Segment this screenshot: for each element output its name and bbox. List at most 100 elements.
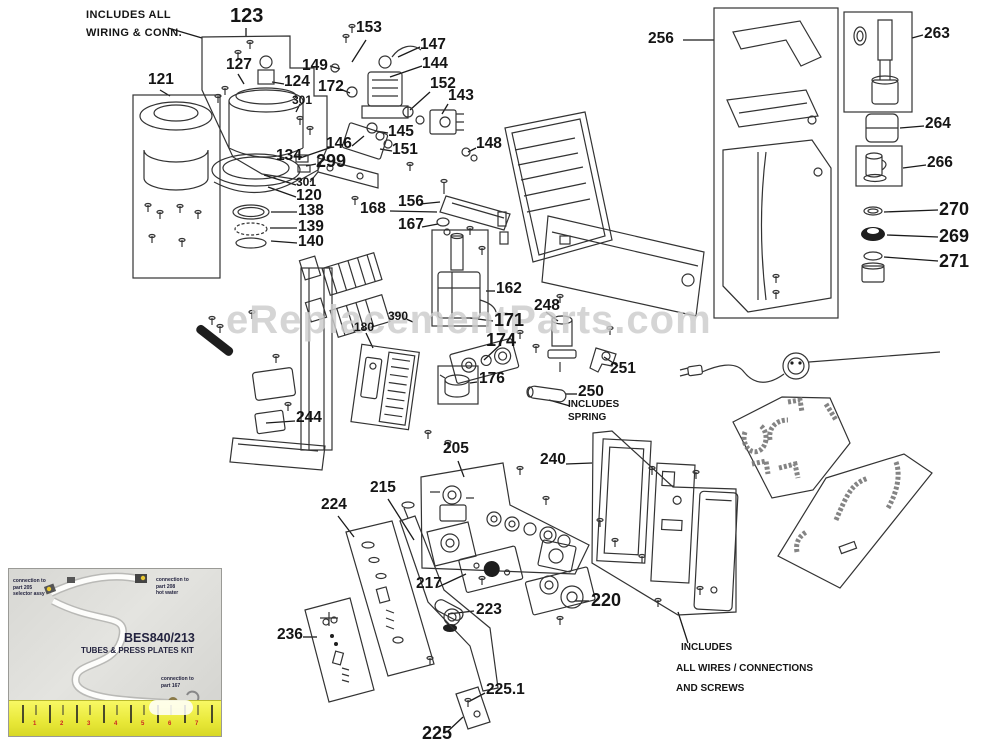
part-label-138: 138 (298, 202, 324, 219)
part-label-148: 148 (476, 135, 502, 152)
parts-248-251-250 (526, 315, 617, 403)
part-label-248: 248 (534, 297, 560, 314)
part-label-244: 244 (296, 409, 322, 426)
part-label-124: 124 (284, 73, 310, 90)
hose-group-b (777, 453, 933, 589)
part-label-174: 174 (486, 330, 517, 350)
plate-220 (524, 566, 596, 616)
part-label-217: 217 (416, 575, 442, 592)
part-label-includes: INCLUDES (568, 399, 620, 410)
ruler-number: 6 (168, 721, 172, 727)
ruler-number: 2 (60, 721, 64, 727)
heating-element-and-gaskets (211, 153, 311, 249)
parts-244 (252, 353, 296, 435)
fitting-yellow (46, 586, 52, 592)
solenoid-and-valves (341, 23, 478, 206)
power-cord (679, 351, 941, 383)
part-label-264: 264 (925, 115, 951, 132)
part-label-180: 180 (354, 320, 375, 334)
part-label-140: 140 (298, 233, 324, 250)
box-176-cup (437, 365, 479, 405)
part-label-251: 251 (610, 360, 636, 377)
part-label-225: 225 (422, 723, 453, 743)
part-label-263: 263 (924, 25, 950, 42)
part-label-145: 145 (388, 123, 414, 140)
part-label-144: 144 (422, 55, 448, 72)
water-tank-256 (713, 7, 839, 319)
photo-subtitle: TUBES & PRESS PLATES KIT (81, 646, 194, 655)
part-label-250: 250 (578, 383, 604, 400)
inset-photo-bes840-kit: BES840/213 TUBES & PRESS PLATES KIT conn… (8, 568, 222, 737)
part-label-299: 299 (316, 151, 347, 171)
tube-photo-art (43, 572, 200, 707)
control-panel-240 (591, 430, 739, 616)
box-236 (304, 597, 375, 703)
steam-wand-parts (843, 11, 913, 283)
part-label-wiring-conn.: WIRING & CONN. (86, 27, 183, 39)
board-217 (458, 545, 524, 593)
part-label-includes: INCLUDES (681, 642, 733, 653)
ruler-number: 7 (195, 721, 199, 727)
plate-174 (449, 338, 520, 384)
ruler-number: 3 (87, 721, 91, 727)
part-label-123: 123 (230, 5, 264, 27)
box-162-solenoid (431, 229, 497, 327)
part-label-143: 143 (448, 87, 474, 104)
door-panel (497, 111, 613, 263)
part-label-205: 205 (443, 440, 469, 457)
part-label-172: 172 (318, 78, 344, 95)
part-label-220: 220 (591, 590, 622, 610)
watermark: eReplacementParts.com (226, 298, 712, 342)
part-label-168: 168 (360, 200, 386, 217)
part-label-223: 223 (476, 601, 502, 618)
ruler-reflection (149, 700, 193, 715)
part-label-121: 121 (148, 71, 174, 88)
dispense-arm-156 (436, 178, 511, 236)
part-label-120: 120 (296, 187, 322, 204)
kit-box-224 (345, 520, 435, 677)
chassis-frame (196, 267, 333, 471)
part-label-301: 301 (296, 175, 317, 189)
part-label-spring: SPRING (568, 412, 607, 423)
part-label-167: 167 (398, 216, 424, 233)
part-label-269: 269 (939, 226, 970, 246)
part-label-152: 152 (430, 75, 456, 92)
part-label-127: 127 (226, 56, 252, 73)
outline-123-wiring-assembly (201, 35, 328, 181)
part-label-134: 134 (276, 147, 302, 164)
box-121-top-cover (132, 94, 221, 279)
part-label-270: 270 (939, 199, 970, 219)
part-label-266: 266 (927, 154, 953, 171)
part-label-240: 240 (540, 451, 566, 468)
part-label-151: 151 (392, 141, 418, 158)
part-label-271: 271 (939, 251, 970, 271)
part-223 (434, 599, 464, 632)
part-label-301: 301 (292, 93, 313, 107)
part-label-171: 171 (494, 310, 525, 330)
part-label-225.1: 225.1 (486, 681, 525, 698)
part-label-and-screws: AND SCREWS (676, 683, 745, 694)
part-label-176: 176 (479, 370, 505, 387)
part-label-includes-all: INCLUDES ALL (86, 9, 172, 21)
ruler-number: 1 (33, 721, 37, 727)
part-label-153: 153 (356, 19, 382, 36)
part-label-139: 139 (298, 218, 324, 235)
plate-225 (455, 686, 491, 730)
part-label-146: 146 (326, 135, 352, 152)
press-plates (298, 251, 391, 339)
part-label-390: 390 (388, 309, 409, 323)
panel-180 (350, 343, 420, 431)
boiler-assembly (214, 39, 358, 158)
part-label-224: 224 (321, 496, 347, 513)
bracket-299 (309, 157, 379, 189)
ruler-number: 4 (114, 721, 118, 727)
part-label-236: 236 (277, 626, 303, 643)
hose-group-a (732, 396, 851, 499)
bent-tube-215 (399, 501, 499, 692)
part-label-147: 147 (420, 36, 446, 53)
